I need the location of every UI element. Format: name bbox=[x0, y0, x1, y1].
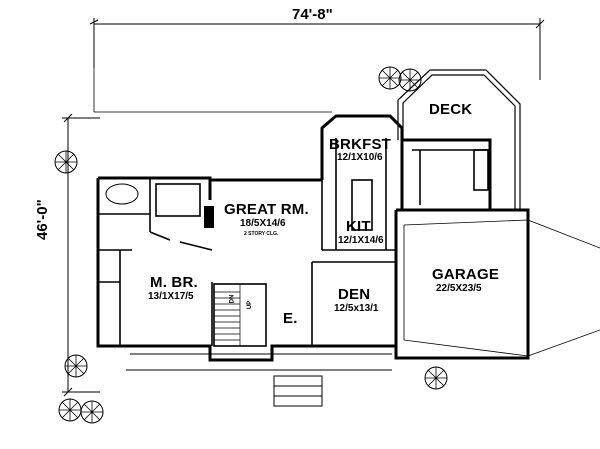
overall-depth-label: 46'-0" bbox=[34, 199, 51, 240]
exterior-walls bbox=[96, 114, 530, 362]
room-size-brkfst: 12/1X10/6 bbox=[337, 152, 383, 163]
room-size-great-rm: 18/5X14/6 bbox=[240, 218, 286, 229]
deck-outline bbox=[397, 69, 521, 210]
room-size-garage: 22/5X23/5 bbox=[436, 283, 482, 294]
interior-walls bbox=[98, 138, 490, 347]
room-name-den: DEN bbox=[338, 286, 371, 303]
room-name-deck: DECK bbox=[429, 101, 473, 118]
room-name-brkfst: BRKFST bbox=[329, 136, 392, 153]
room-name-kit: KIT bbox=[346, 218, 371, 235]
stair-label-up: UP bbox=[247, 300, 254, 310]
site-lines bbox=[93, 68, 332, 113]
room-name-great-rm: GREAT RM. bbox=[224, 201, 309, 218]
room-size-m-br: 13/1X17/5 bbox=[148, 291, 194, 302]
room-name-entry: E. bbox=[283, 310, 298, 327]
room-size-kit: 12/1X14/6 bbox=[338, 235, 384, 246]
bathtub bbox=[105, 183, 139, 205]
front-porch bbox=[126, 353, 392, 407]
garage-doors bbox=[403, 219, 600, 357]
stair-label-dn: DN bbox=[229, 294, 236, 304]
room-note-great-rm: 2 STORY CLG. bbox=[244, 231, 279, 237]
stairs bbox=[214, 284, 241, 346]
overall-width-label: 74'-8" bbox=[292, 6, 333, 23]
room-name-garage: GARAGE bbox=[432, 266, 500, 283]
room-size-den: 12/5x13/1 bbox=[334, 303, 379, 314]
fireplace bbox=[204, 206, 214, 228]
room-name-m-br: M. BR. bbox=[150, 274, 198, 291]
